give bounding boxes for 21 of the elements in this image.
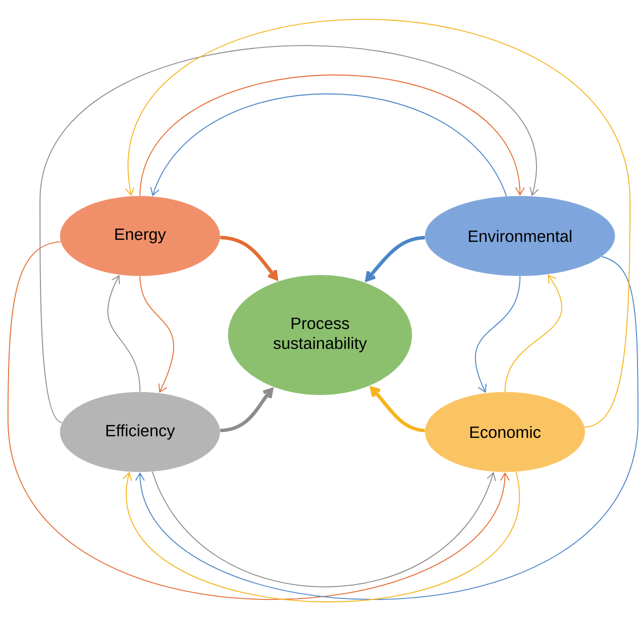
arrow (140, 74, 525, 196)
ellipse-node: Economic (425, 392, 585, 472)
arrow (369, 386, 425, 432)
arrow (152, 471, 496, 588)
arrow (122, 471, 518, 602)
arrow (140, 276, 174, 393)
ellipse-node: Process sustainability (228, 275, 412, 395)
ellipse-node: Energy (60, 196, 220, 276)
arrow (135, 256, 638, 600)
arrow (150, 93, 507, 197)
arrow (220, 387, 274, 432)
ellipse-node: Efficiency (60, 392, 220, 472)
arrow (504, 274, 562, 392)
arrow (125, 18, 630, 428)
arrow (220, 236, 278, 282)
arrow (364, 236, 425, 282)
arrow (107, 274, 140, 392)
arrow (40, 45, 539, 424)
arrow (475, 276, 520, 393)
arrow (8, 241, 510, 600)
ellipse-node: Environmental (425, 196, 615, 276)
